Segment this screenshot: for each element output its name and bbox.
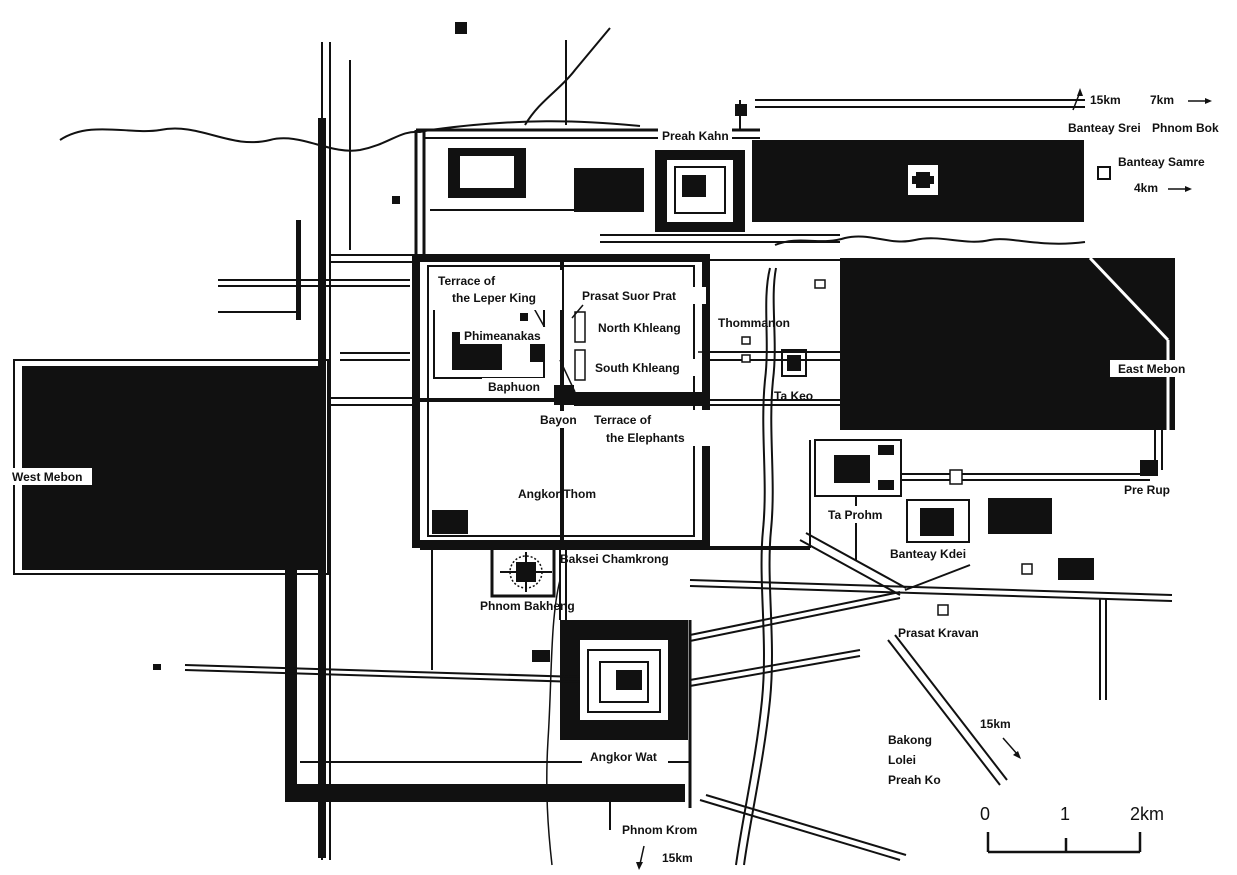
label-angkor-wat: Angkor Wat [590, 750, 657, 764]
scale-tick-1: 1 [1060, 804, 1070, 824]
scale-tick-2km: 2km [1130, 804, 1164, 824]
label-preah-kahn: Preah Kahn [662, 129, 729, 143]
arrow-roluos [1002, 737, 1019, 756]
scale-bar: 0 1 2km [980, 804, 1164, 854]
label-prasat-suor-prat: Prasat Suor Prat [582, 289, 676, 303]
label-terrace-leper-king-2: the Leper King [452, 291, 536, 305]
label-prasat-kravan: Prasat Kravan [898, 626, 979, 640]
label-banteay-samre: Banteay Samre [1118, 155, 1205, 169]
dist-roluos: 15km [980, 717, 1011, 731]
label-thommanon: Thommanon [718, 316, 790, 330]
label-east-mebon: East Mebon [1118, 362, 1185, 376]
label-preah-ko: Preah Ko [888, 773, 941, 787]
label-baksei-chamkrong: Baksei Chamkrong [560, 552, 669, 566]
label-north-khleang: North Khleang [598, 321, 681, 335]
east-baray [840, 258, 1175, 430]
river-northeast [774, 235, 1086, 246]
label-phimeanakas: Phimeanakas [464, 329, 541, 343]
label-terrace-elephants-1: Terrace of [594, 413, 652, 427]
siem-reap-river-main-2 [743, 267, 777, 866]
siem-reap-river-main [735, 267, 771, 866]
arrow-phnom-krom [639, 845, 645, 865]
label-terrace-elephants-2: the Elephants [606, 431, 685, 445]
dist-banteay-samre: 4km [1134, 181, 1158, 195]
label-pre-rup: Pre Rup [1124, 483, 1170, 497]
label-terrace-leper-king-1: Terrace of [438, 274, 496, 288]
label-lolei: Lolei [888, 753, 916, 767]
label-banteay-srei: Banteay Srei [1068, 121, 1141, 135]
label-angkor-thom: Angkor Thom [518, 487, 596, 501]
dist-phnom-bok: 7km [1150, 93, 1174, 107]
dist-banteay-srei: 15km [1090, 93, 1121, 107]
west-baray-frame [13, 359, 329, 575]
dist-phnom-krom: 15km [662, 851, 693, 865]
label-bakong: Bakong [888, 733, 932, 747]
label-south-khleang: South Khleang [595, 361, 680, 375]
label-baphuon: Baphuon [488, 380, 540, 394]
label-banteay-kdei: Banteay Kdei [890, 547, 966, 561]
label-ta-keo: Ta Keo [774, 389, 813, 403]
label-ta-prohm: Ta Prohm [828, 508, 882, 522]
label-phnom-krom: Phnom Krom [622, 823, 697, 837]
scale-tick-0: 0 [980, 804, 990, 824]
river-north-curve [524, 27, 611, 126]
label-west-mebon: West Mebon [12, 470, 82, 484]
label-phnom-bakheng: Phnom Bakheng [480, 599, 575, 613]
label-bayon: Bayon [540, 413, 577, 427]
label-phnom-bok: Phnom Bok [1152, 121, 1219, 135]
river-west-of-angkor-wat [546, 579, 561, 866]
